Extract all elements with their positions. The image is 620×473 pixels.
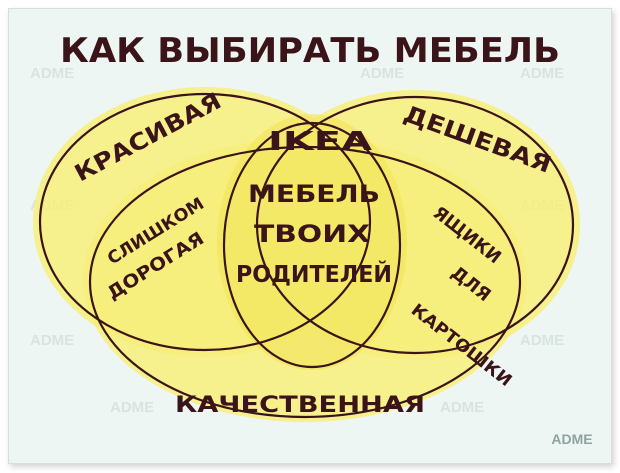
venn-fills bbox=[33, 87, 580, 422]
set-cheap-outline bbox=[255, 95, 575, 355]
label-ikea: IKEA bbox=[268, 127, 372, 157]
svg-text:ADME: ADME bbox=[30, 65, 74, 82]
svg-text:ADME: ADME bbox=[440, 399, 484, 416]
svg-text:ADME: ADME bbox=[30, 332, 74, 349]
svg-text:ADME: ADME bbox=[520, 332, 564, 349]
svg-text:ADME: ADME bbox=[110, 399, 154, 416]
center-outline bbox=[222, 121, 402, 369]
svg-text:ADME: ADME bbox=[520, 65, 564, 82]
venn-outlines bbox=[38, 92, 575, 419]
set-quality-outline bbox=[88, 145, 522, 419]
set-beautiful-outline bbox=[38, 92, 372, 352]
center-line-2: ТВОИХ bbox=[254, 220, 371, 248]
adme-watermark: ADME bbox=[551, 431, 592, 447]
center-line-1: МЕБЕЛЬ bbox=[248, 180, 380, 208]
center-line-3: РОДИТЕЛЕЙ bbox=[236, 260, 392, 288]
page-title: КАК ВЫБИРАТЬ МЕБЕЛЬ bbox=[60, 31, 560, 71]
svg-text:ADME: ADME bbox=[360, 65, 404, 82]
label-quality: КАЧЕСТВЕННАЯ bbox=[175, 393, 425, 418]
